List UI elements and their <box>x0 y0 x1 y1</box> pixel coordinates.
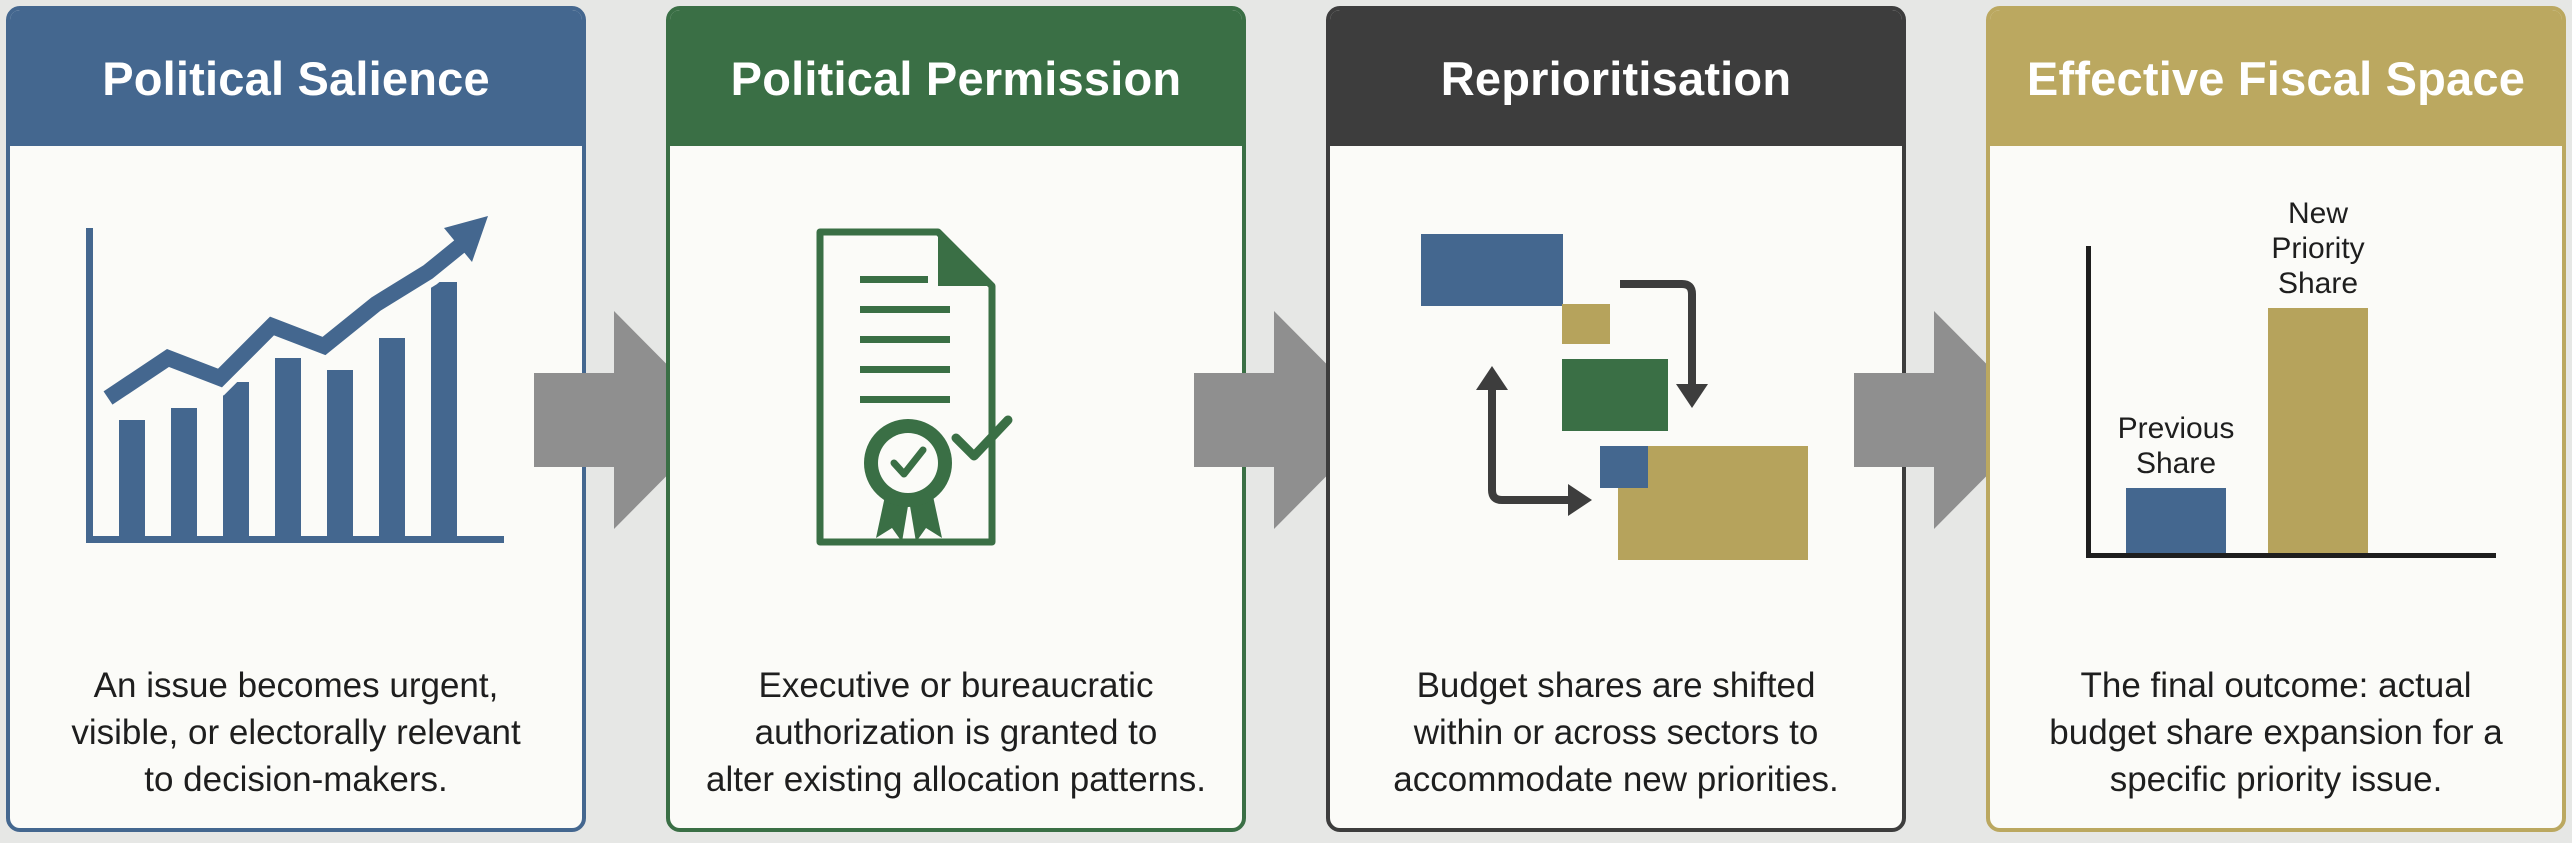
stage-title: Reprioritisation <box>1330 10 1902 146</box>
label-new-line2: Priority <box>2271 232 2364 265</box>
share-comparison-chart-icon: Previous Share New Priority Share <box>2086 197 2496 558</box>
right-arrow-icon <box>534 311 722 529</box>
label-new-line3: Share <box>2278 267 2358 300</box>
right-arrow-icon <box>1854 311 2042 529</box>
chart-y-axis <box>2086 246 2091 558</box>
stage-description: Executive or bureaucratic authorization … <box>706 666 1206 799</box>
bar-new-priority-share <box>2268 308 2368 553</box>
reallocation-blocks-icon <box>1421 234 1808 560</box>
stage-title: Effective Fiscal Space <box>1990 10 2562 146</box>
stage-description: Budget shares are shifted within or acro… <box>1393 666 1839 799</box>
label-previous-line1: Previous <box>2118 412 2235 445</box>
stage-card-political-salience: Political Salience An issue becomes urge… <box>6 6 586 832</box>
chart-x-axis <box>2086 553 2496 558</box>
label-previous-line2: Share <box>2136 447 2216 480</box>
stage-card-political-permission: Political Permission Executive or bureau… <box>666 6 1246 832</box>
certified-document-icon <box>816 228 1013 546</box>
stage-description: An issue becomes urgent, visible, or ele… <box>71 666 521 799</box>
stage-title: Political Permission <box>670 10 1242 146</box>
stage-description: The final outcome: actual budget share e… <box>2049 666 2503 799</box>
right-arrow-icon <box>1194 311 1382 529</box>
stage-card-reprioritisation: Reprioritisation Budget shares are shift… <box>1326 6 1906 832</box>
bar-previous-share <box>2126 488 2226 553</box>
stage-title: Political Salience <box>10 10 582 146</box>
label-new-line1: New <box>2288 197 2348 230</box>
trending-up-bar-chart-icon <box>86 216 504 543</box>
stage-card-effective-fiscal-space: Effective Fiscal Space Previous Share Ne… <box>1986 6 2566 832</box>
